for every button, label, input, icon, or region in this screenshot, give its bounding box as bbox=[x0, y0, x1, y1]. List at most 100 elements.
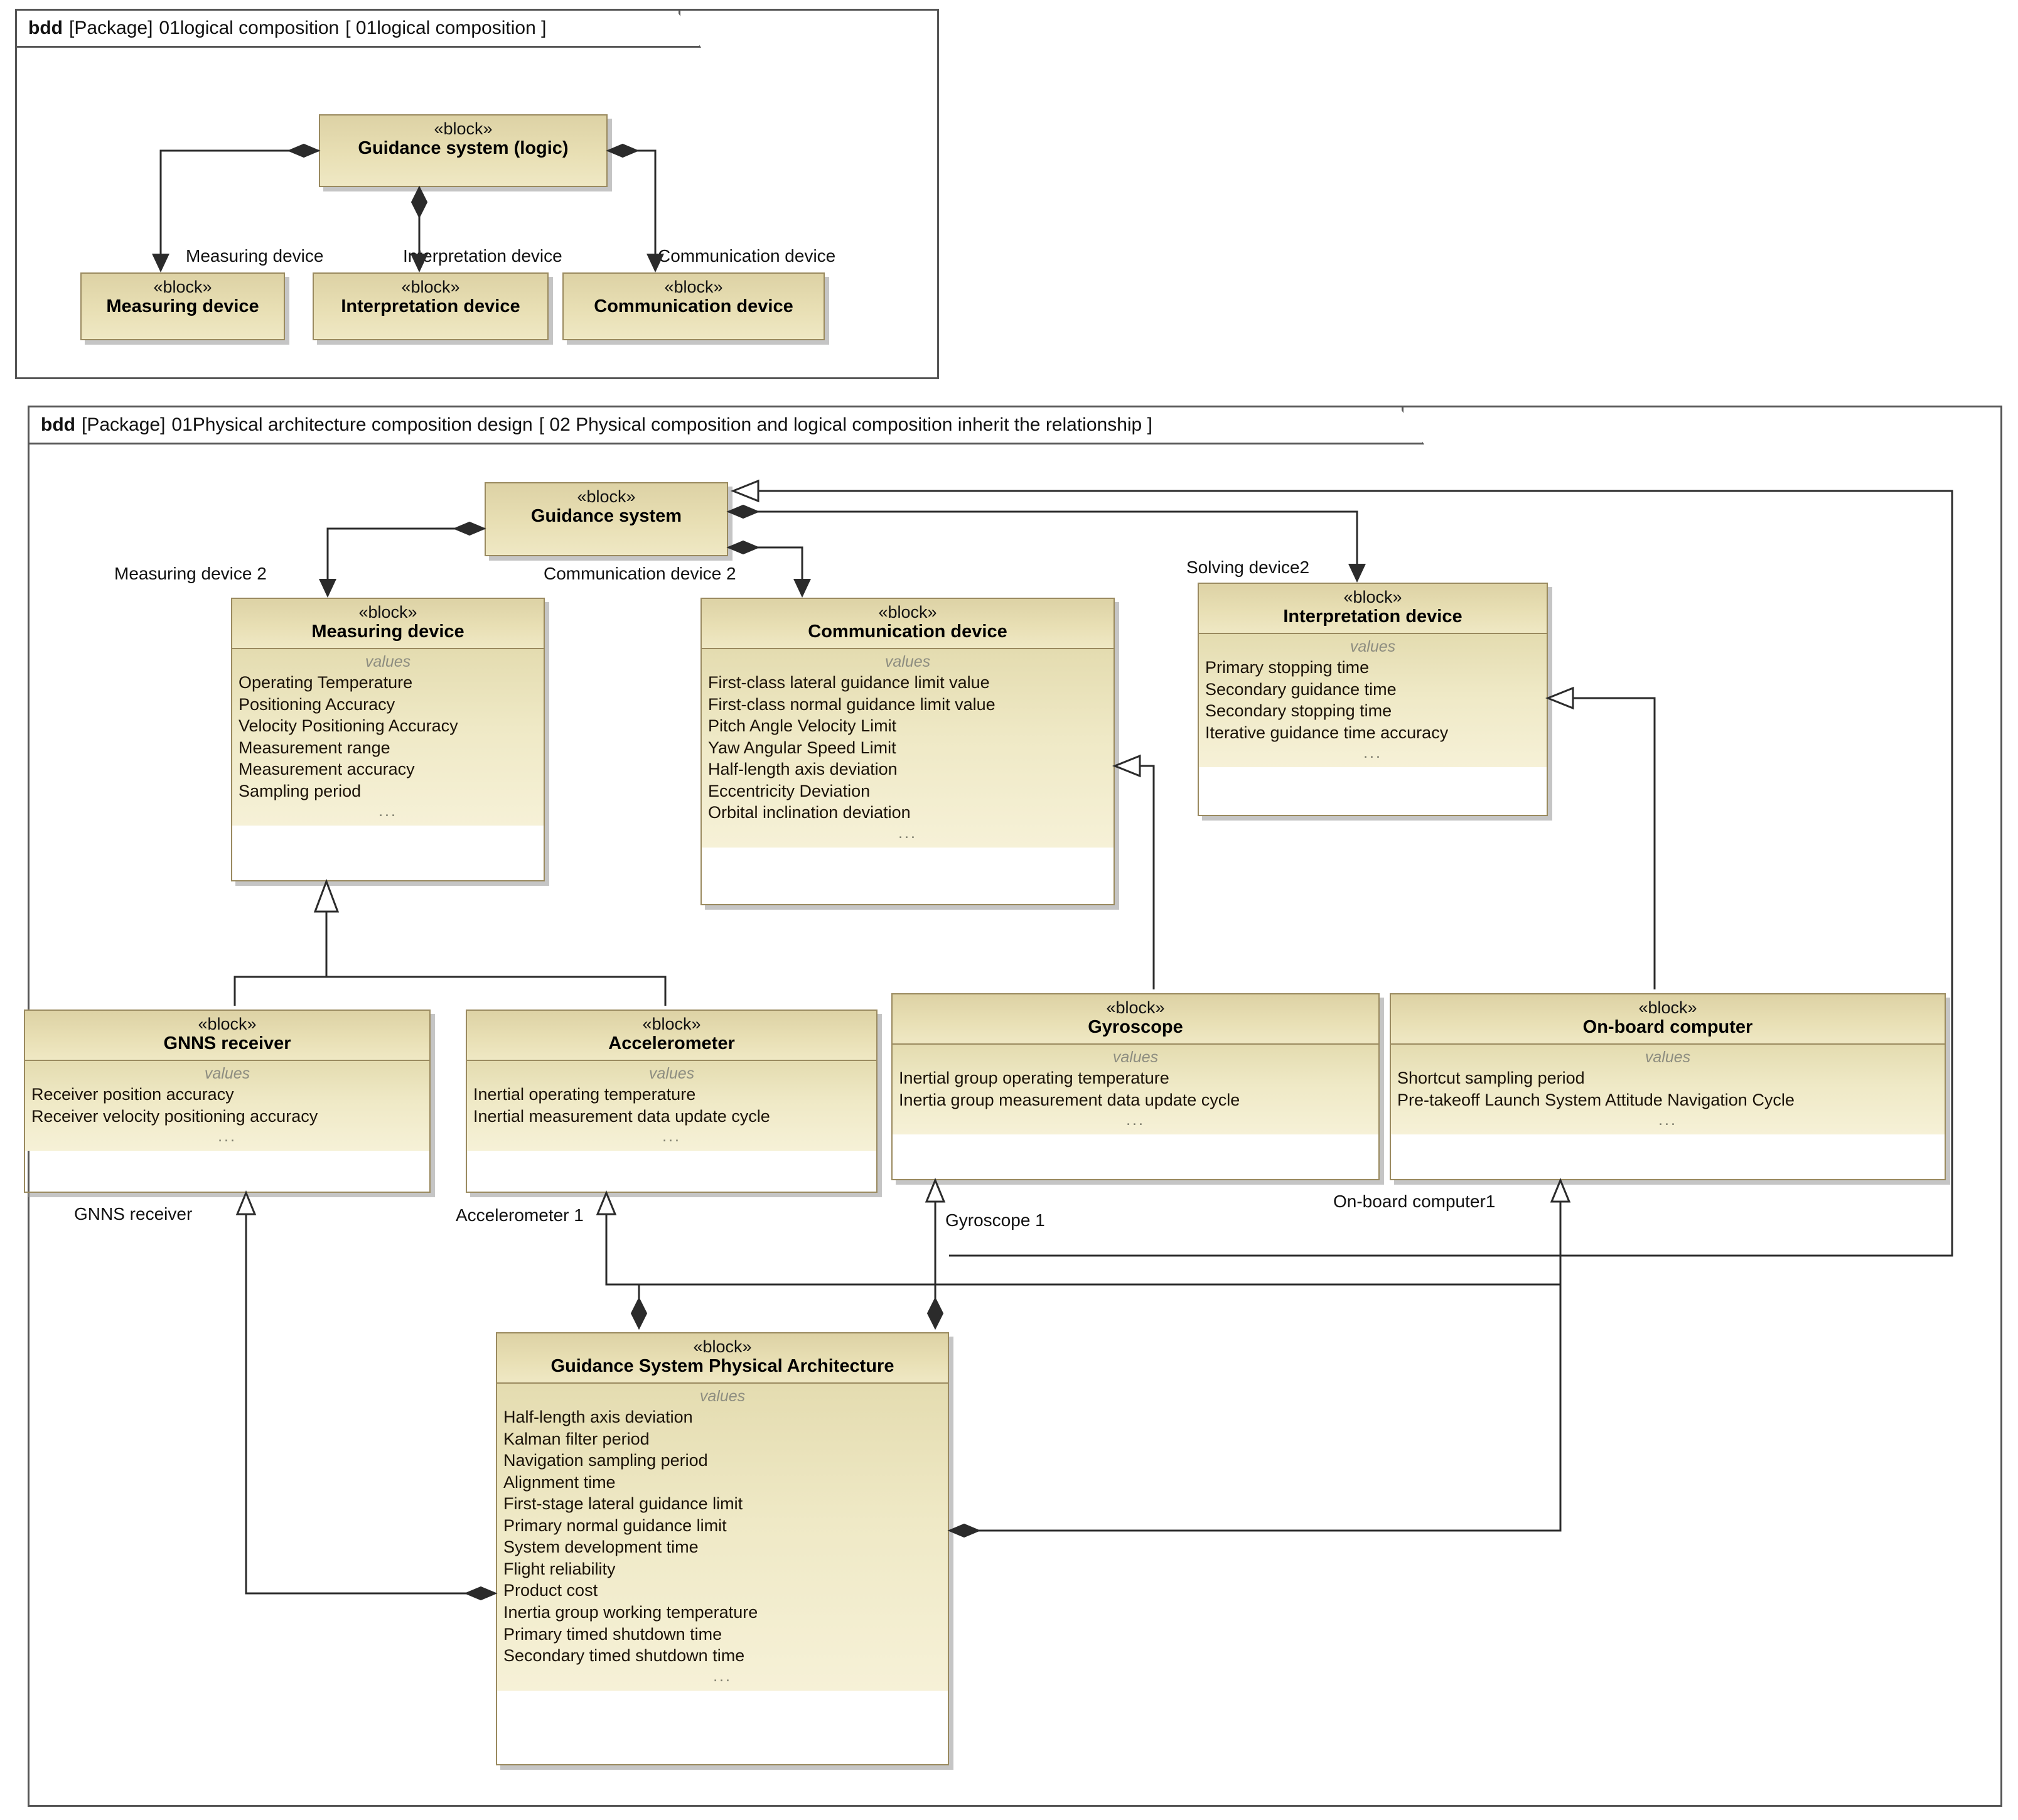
values-caption: values bbox=[1350, 637, 1396, 655]
block-header: «block» Accelerometer bbox=[467, 1011, 876, 1061]
block-name: Measuring device bbox=[311, 622, 464, 642]
value-item: Kalman filter period bbox=[503, 1429, 650, 1448]
block-header: «block» Interpretation device bbox=[1199, 584, 1547, 634]
values-caption: values bbox=[884, 652, 931, 670]
block-header: «block» Guidance system bbox=[486, 483, 727, 555]
value-item: Half-length axis deviation bbox=[503, 1408, 693, 1427]
value-item: Receiver position accuracy bbox=[31, 1085, 234, 1104]
values-ellipsis: ... bbox=[378, 802, 397, 821]
block-measuring-device-logic[interactable]: «block» Measuring device bbox=[80, 272, 285, 340]
values-ellipsis: ... bbox=[1363, 744, 1382, 762]
block-accelerometer[interactable]: «block» Accelerometer values Inertial op… bbox=[466, 1010, 878, 1193]
value-item: Inertial measurement data update cycle bbox=[473, 1106, 770, 1126]
edge-label-measuring-device: Measuring device bbox=[186, 246, 324, 266]
values-ellipsis: ... bbox=[662, 1128, 681, 1146]
block-interpretation-device-logic[interactable]: «block» Interpretation device bbox=[313, 272, 549, 340]
block-communication-device-logic[interactable]: «block» Communication device bbox=[562, 272, 825, 340]
edge-label-gnns-receiver-1: GNNS receiver bbox=[74, 1204, 193, 1224]
value-item: Product cost bbox=[503, 1581, 598, 1600]
block-communication-device[interactable]: «block» Communication device values Firs… bbox=[700, 598, 1115, 905]
block-header: «block» GNNS receiver bbox=[25, 1011, 429, 1061]
block-guidance-system-logic[interactable]: «block» Guidance system (logic) bbox=[319, 114, 608, 187]
stereotype-label: «block» bbox=[1343, 588, 1402, 606]
value-item: Inertia group working temperature bbox=[503, 1603, 758, 1622]
package-name-label: 01logical composition bbox=[159, 18, 340, 38]
block-name: Communication device bbox=[808, 622, 1007, 642]
value-item: Half-length axis deviation bbox=[708, 760, 898, 779]
value-item: First-class lateral guidance limit value bbox=[708, 673, 990, 692]
value-item: Velocity Positioning Accuracy bbox=[239, 716, 458, 736]
block-name: Accelerometer bbox=[608, 1033, 735, 1054]
value-item: Shortcut sampling period bbox=[1397, 1069, 1585, 1088]
value-item: Eccentricity Deviation bbox=[708, 781, 871, 800]
value-item: Measurement range bbox=[239, 738, 390, 757]
block-name: Interpretation device bbox=[341, 296, 520, 317]
block-measuring-device[interactable]: «block» Measuring device values Operatin… bbox=[231, 598, 545, 881]
block-guidance-system-physical-architecture[interactable]: «block» Guidance System Physical Archite… bbox=[496, 1332, 949, 1765]
values-ellipsis: ... bbox=[1126, 1111, 1145, 1129]
package-frame-label: [ 02 Physical composition and logical co… bbox=[539, 414, 1152, 435]
value-item: Inertia group measurement data update cy… bbox=[899, 1090, 1240, 1109]
value-item: Sampling period bbox=[239, 781, 362, 800]
block-guidance-system[interactable]: «block» Guidance system bbox=[485, 482, 728, 556]
block-gyroscope[interactable]: «block» Gyroscope values Inertial group … bbox=[891, 993, 1380, 1180]
value-item: Inertial group operating temperature bbox=[899, 1069, 1169, 1088]
stereotype-label: «block» bbox=[434, 119, 493, 138]
block-header: «block» Communication device bbox=[564, 274, 824, 339]
value-item: Iterative guidance time accuracy bbox=[1205, 723, 1449, 742]
package-tab-physical-architecture: bdd [Package] 01Physical architecture co… bbox=[28, 406, 1424, 444]
value-item: First-stage lateral guidance limit bbox=[503, 1494, 743, 1514]
stereotype-label: «block» bbox=[642, 1015, 701, 1033]
block-name: Communication device bbox=[594, 296, 793, 317]
block-header: «block» Guidance System Physical Archite… bbox=[497, 1333, 948, 1384]
block-name: Guidance System Physical Architecture bbox=[550, 1356, 894, 1377]
block-name: Gyroscope bbox=[1088, 1017, 1183, 1038]
edge-label-interpretation-device: Interpretation device bbox=[403, 246, 562, 266]
stereotype-label: «block» bbox=[693, 1337, 752, 1356]
value-item: Yaw Angular Speed Limit bbox=[708, 738, 896, 757]
value-item: Alignment time bbox=[503, 1472, 616, 1492]
value-item: Orbital inclination deviation bbox=[708, 803, 911, 822]
values-ellipsis: ... bbox=[1658, 1111, 1677, 1129]
package-prefix-label: [Package] bbox=[68, 18, 153, 38]
block-name: On-board computer bbox=[1582, 1017, 1753, 1038]
edge-label-measuring-device-2: Measuring device 2 bbox=[114, 564, 267, 583]
value-item: Secondary stopping time bbox=[1205, 701, 1392, 721]
values-caption: values bbox=[1645, 1048, 1691, 1066]
value-item: Pre-takeoff Launch System Attitude Navig… bbox=[1397, 1090, 1795, 1109]
block-name: Interpretation device bbox=[1283, 606, 1463, 627]
package-prefix-label: [Package] bbox=[81, 414, 166, 435]
values-caption: values bbox=[204, 1064, 250, 1082]
package-kind-label: bdd bbox=[28, 18, 63, 38]
stereotype-label: «block» bbox=[1638, 998, 1697, 1017]
block-interpretation-device[interactable]: «block» Interpretation device values Pri… bbox=[1198, 583, 1548, 816]
value-item: First-class normal guidance limit value bbox=[708, 694, 996, 714]
value-item: Measurement accuracy bbox=[239, 760, 415, 779]
value-item: Pitch Angle Velocity Limit bbox=[708, 716, 897, 736]
value-item: Secondary timed shutdown time bbox=[503, 1646, 745, 1666]
value-item: Primary stopping time bbox=[1205, 658, 1370, 677]
edge-label-communication-device-2: Communication device 2 bbox=[544, 564, 736, 583]
stereotype-label: «block» bbox=[401, 277, 460, 296]
value-item: Navigation sampling period bbox=[503, 1451, 708, 1470]
values-caption: values bbox=[699, 1387, 746, 1405]
value-list: First-class lateral guidance limit value… bbox=[708, 672, 1107, 824]
stereotype-label: «block» bbox=[1106, 998, 1165, 1017]
block-onboard-computer[interactable]: «block» On-board computer values Shortcu… bbox=[1390, 993, 1946, 1180]
block-name: GNNS receiver bbox=[163, 1033, 291, 1054]
block-gnns-receiver[interactable]: «block» GNNS receiver values Receiver po… bbox=[24, 1010, 431, 1193]
block-values-compartment: values Inertial group operating temperat… bbox=[893, 1044, 1378, 1135]
package-frame-label: [ 01logical composition ] bbox=[345, 18, 547, 38]
block-header: «block» Measuring device bbox=[232, 599, 544, 649]
block-name: Guidance system (logic) bbox=[358, 138, 569, 159]
edge-label-communication-device: Communication device bbox=[658, 246, 836, 266]
values-caption: values bbox=[365, 652, 411, 670]
